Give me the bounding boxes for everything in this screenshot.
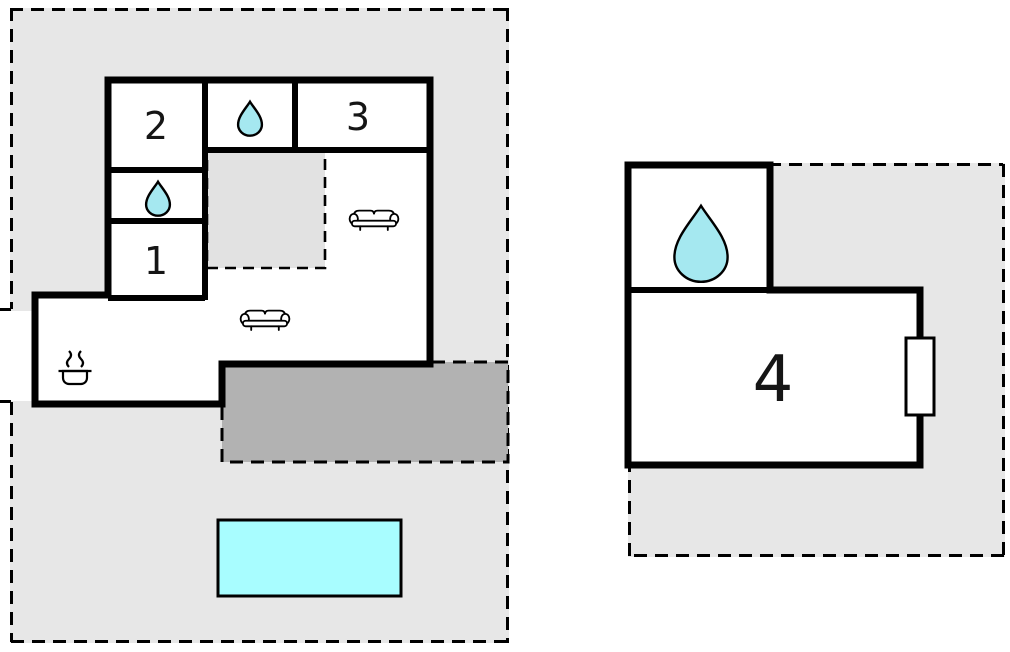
- left-plot-boundary-notch: [0, 311, 35, 401]
- left-plot-boundary-dashed-line: [0, 8, 509, 643]
- right-plot-boundary-dashed-line: [628, 163, 1005, 557]
- courtyard: [205, 149, 327, 270]
- sofa-icon: [239, 309, 291, 331]
- left-plot: 2 3 1: [0, 8, 510, 643]
- left-house-interior-walls: [108, 82, 428, 301]
- sofa-icon: [348, 209, 400, 231]
- room-label-1: 1: [144, 239, 168, 283]
- swimming-pool: [216, 518, 403, 598]
- room-label-2: 2: [144, 104, 168, 148]
- terrace: [220, 360, 510, 464]
- right-plot: 4: [624, 161, 1005, 557]
- window-icon: [904, 336, 936, 417]
- room-label-4: 4: [753, 343, 794, 417]
- room-label-3: 3: [346, 95, 370, 139]
